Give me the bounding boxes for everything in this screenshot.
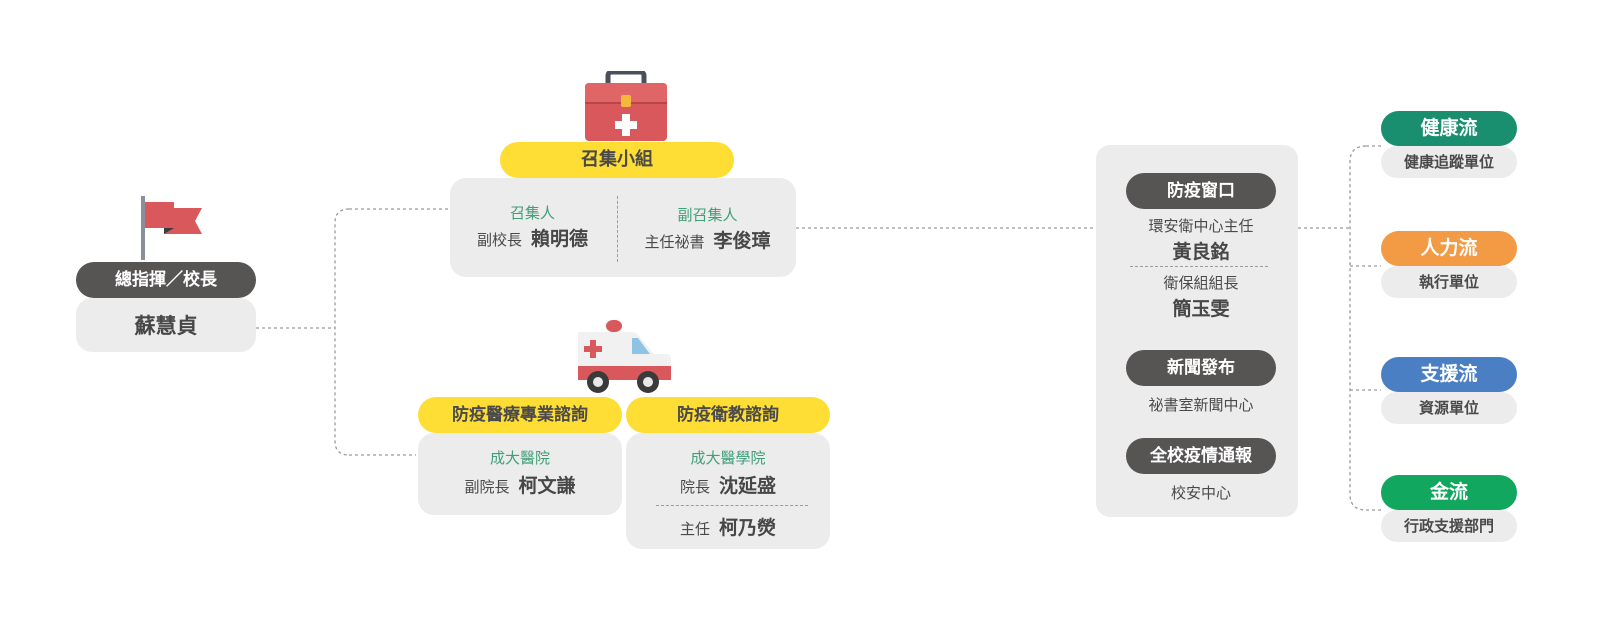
flow-support-unit: 資源單位 bbox=[1381, 392, 1517, 424]
hygiene-line-2: 主任 柯乃熒 bbox=[626, 513, 830, 540]
commander-title: 總指揮／校長 bbox=[76, 262, 256, 298]
window-panel: 防疫窗口 環安衛中心主任 黃良銘 衛保組組長 簡玉雯 新聞發布 祕書室新聞中心 … bbox=[1096, 145, 1298, 517]
flow-money-tag: 金流 bbox=[1381, 475, 1517, 510]
medical-position: 副院長 bbox=[464, 478, 510, 496]
convene-divider bbox=[617, 196, 618, 262]
window-p2-position: 衛保組組長 bbox=[1163, 274, 1239, 292]
hygiene-title: 防疫衛教諮詢 bbox=[626, 397, 830, 433]
hygiene-p2-position: 主任 bbox=[679, 520, 710, 538]
window-title: 防疫窗口 bbox=[1126, 173, 1276, 209]
hygiene-line-1: 院長 沈延盛 bbox=[626, 471, 830, 498]
flag-icon bbox=[138, 196, 204, 260]
flow-health-tag: 健康流 bbox=[1381, 111, 1517, 146]
commander-name: 蘇慧貞 bbox=[134, 314, 198, 338]
convener-position: 副校長 bbox=[476, 231, 522, 249]
hygiene-p1-name: 沈延盛 bbox=[719, 475, 777, 497]
convener-line: 副校長 賴明德 bbox=[450, 224, 615, 251]
deputy-convener-name: 李俊璋 bbox=[713, 230, 771, 252]
convene-title: 召集小組 bbox=[500, 142, 734, 178]
hygiene-org: 成大醫學院 bbox=[690, 449, 766, 467]
medical-line: 副院長 柯文謙 bbox=[418, 471, 622, 498]
flow-health-unit: 健康追蹤單位 bbox=[1381, 146, 1517, 178]
flow-money-unit: 行政支援部門 bbox=[1381, 510, 1517, 542]
news-title: 新聞發布 bbox=[1126, 350, 1276, 386]
ambulance-icon bbox=[576, 320, 672, 396]
window-divider bbox=[1130, 266, 1268, 267]
convener-role: 召集人 bbox=[509, 204, 555, 222]
report-unit: 校安中心 bbox=[1170, 484, 1231, 502]
flow-manpower-unit: 執行單位 bbox=[1381, 266, 1517, 298]
hygiene-p1-position: 院長 bbox=[679, 478, 710, 496]
medical-title: 防疫醫療專業諮詢 bbox=[418, 397, 622, 433]
news-unit: 祕書室新聞中心 bbox=[1148, 396, 1254, 414]
hygiene-divider bbox=[656, 505, 808, 506]
report-title: 全校疫情通報 bbox=[1126, 438, 1276, 474]
deputy-convener-line: 主任祕書 李俊璋 bbox=[619, 226, 796, 253]
hygiene-box: 成大醫學院 院長 沈延盛 主任 柯乃熒 bbox=[626, 433, 830, 549]
flow-manpower-tag: 人力流 bbox=[1381, 231, 1517, 266]
convene-box: 召集人 副校長 賴明德 副召集人 主任祕書 李俊璋 bbox=[450, 178, 796, 277]
first-aid-kit-icon bbox=[585, 69, 667, 141]
deputy-convener-position: 主任祕書 bbox=[644, 233, 705, 251]
window-p1-name: 黃良銘 bbox=[1172, 241, 1230, 263]
hygiene-p2-name: 柯乃熒 bbox=[719, 517, 777, 539]
window-p2-name: 簡玉雯 bbox=[1172, 298, 1230, 320]
medical-box: 成大醫院 副院長 柯文謙 bbox=[418, 433, 622, 515]
medical-org: 成大醫院 bbox=[489, 449, 550, 467]
commander-box: 蘇慧貞 bbox=[76, 298, 256, 352]
medical-name: 柯文謙 bbox=[518, 475, 576, 497]
deputy-convener-role: 副召集人 bbox=[677, 206, 738, 224]
convener-name: 賴明德 bbox=[531, 228, 589, 250]
flow-support-tag: 支援流 bbox=[1381, 357, 1517, 392]
window-p1-position: 環安衛中心主任 bbox=[1148, 217, 1254, 235]
